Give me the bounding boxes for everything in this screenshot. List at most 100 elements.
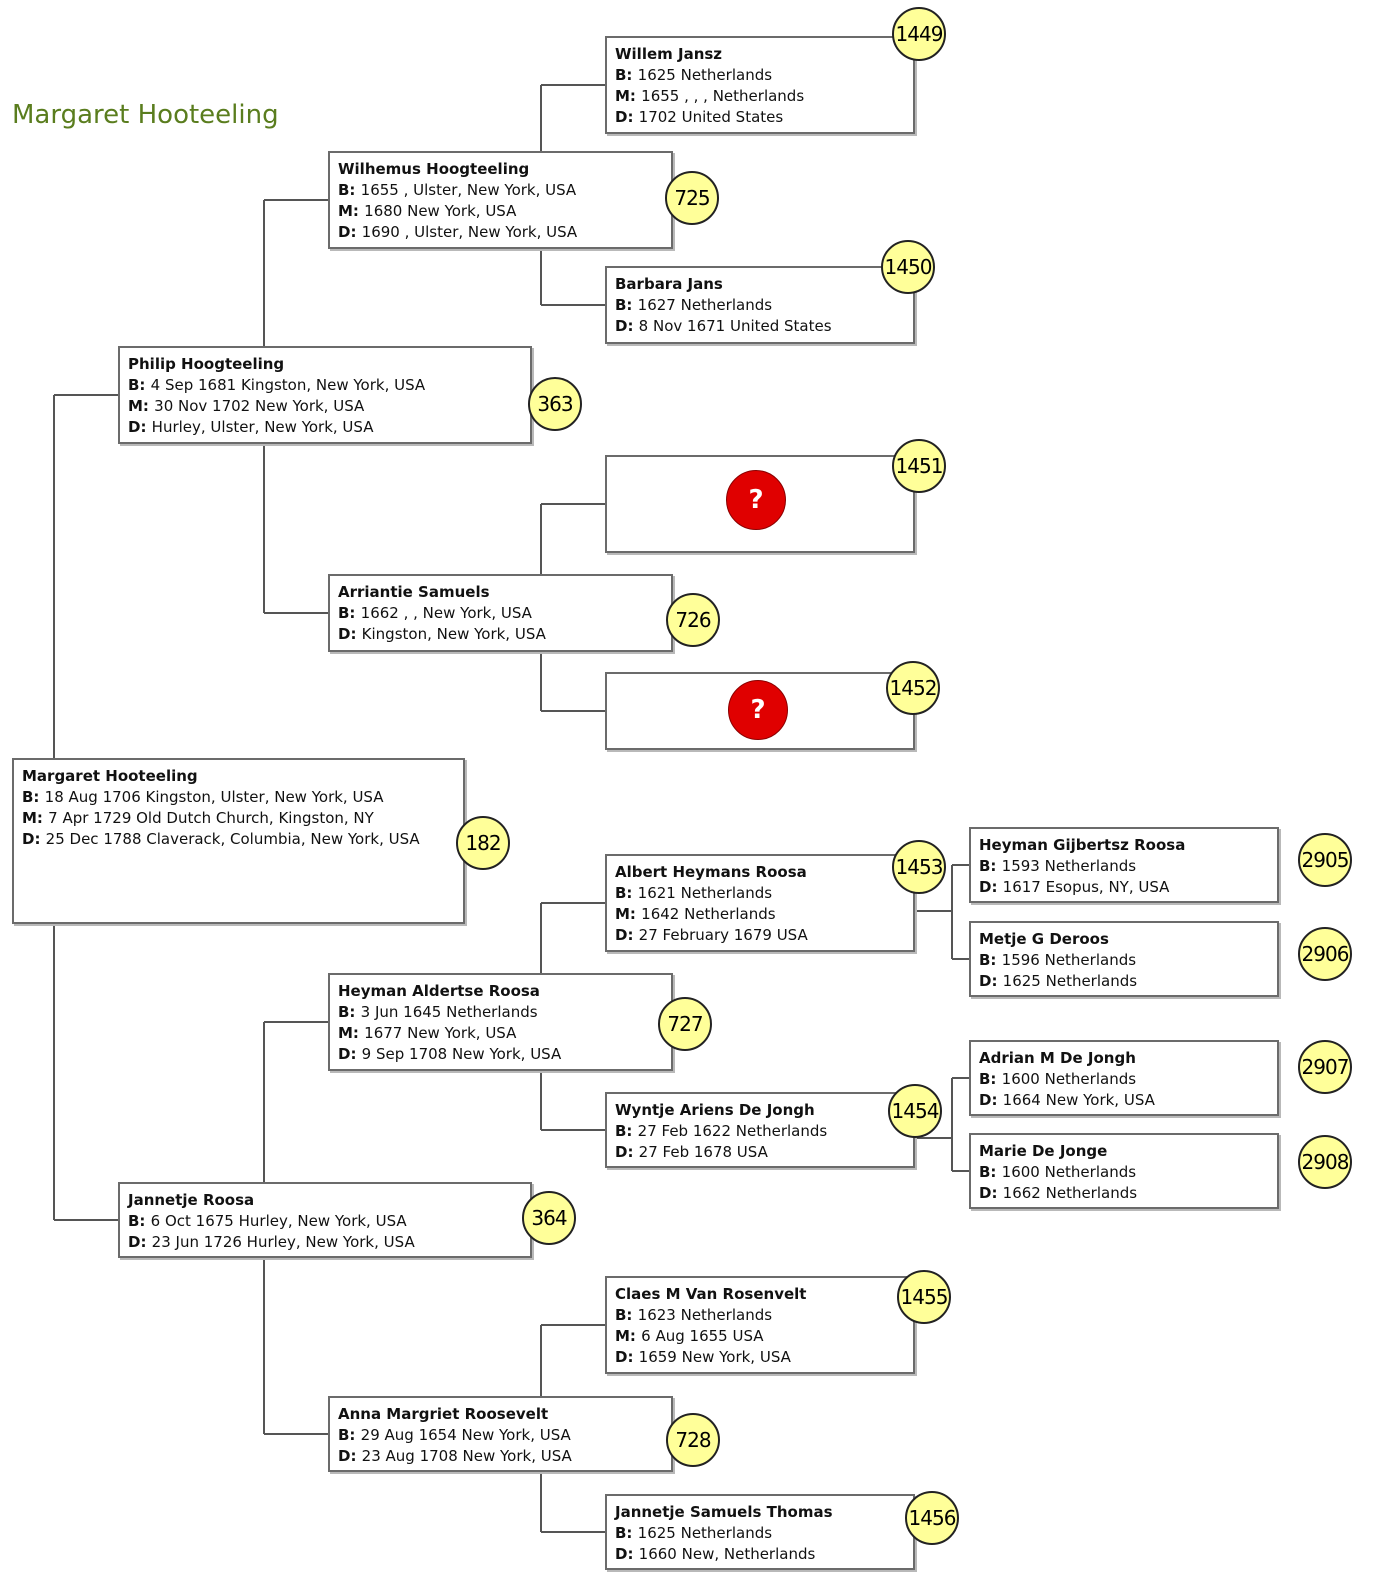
event-key: D: bbox=[615, 317, 639, 335]
death-line: D: 23 Aug 1708 New York, USA bbox=[338, 1446, 663, 1467]
ahnentafel-number-badge[interactable]: 2907 bbox=[1298, 1040, 1352, 1094]
event-key: B: bbox=[338, 604, 361, 622]
person-name: Wyntje Ariens De Jongh bbox=[615, 1101, 815, 1119]
ahnentafel-number-badge[interactable]: 364 bbox=[522, 1191, 576, 1245]
death-line: D: 1660 New, Netherlands bbox=[615, 1544, 905, 1565]
person-name: Philip Hoogteeling bbox=[128, 355, 285, 373]
person-name: Marie De Jonge bbox=[979, 1142, 1108, 1160]
event-value: 1677 New York, USA bbox=[364, 1024, 517, 1042]
death-line: D: 25 Dec 1788 Claverack, Columbia, New … bbox=[22, 829, 455, 850]
event-key: D: bbox=[979, 878, 1003, 896]
person-name: Adrian M De Jongh bbox=[979, 1049, 1136, 1067]
event-key: M: bbox=[338, 202, 365, 220]
birth-line: B: 1655 , Ulster, New York, USA bbox=[338, 180, 663, 201]
event-value: 30 Nov 1702 New York, USA bbox=[154, 397, 365, 415]
ahnentafel-number-badge[interactable]: 1449 bbox=[892, 7, 946, 61]
ahnentafel-number-badge[interactable]: 1451 bbox=[892, 439, 946, 493]
event-key: B: bbox=[128, 1212, 151, 1230]
event-value: 1617 Esopus, NY, USA bbox=[1002, 878, 1170, 896]
event-key: M: bbox=[615, 905, 642, 923]
event-value: 1660 New, Netherlands bbox=[638, 1545, 816, 1563]
event-value: 1625 Netherlands bbox=[1002, 972, 1138, 990]
birth-line: B: 1600 Netherlands bbox=[979, 1069, 1269, 1090]
ahnentafel-number-badge[interactable]: 1452 bbox=[886, 661, 940, 715]
event-value: 1625 Netherlands bbox=[637, 66, 773, 84]
event-key: B: bbox=[979, 857, 1002, 875]
death-line: D: 1664 New York, USA bbox=[979, 1090, 1269, 1111]
event-value: 4 Sep 1681 Kingston, New York, USA bbox=[150, 376, 426, 394]
event-key: D: bbox=[338, 1045, 362, 1063]
ahnentafel-number-badge[interactable]: 363 bbox=[528, 377, 582, 431]
event-value: 18 Aug 1706 Kingston, Ulster, New York, … bbox=[44, 788, 384, 806]
ahnentafel-number-badge[interactable]: 1453 bbox=[892, 840, 946, 894]
event-key: B: bbox=[979, 1163, 1002, 1181]
event-value: 23 Aug 1708 New York, USA bbox=[361, 1447, 572, 1465]
unknown-person-icon[interactable]: ? bbox=[728, 680, 788, 740]
person-name: Margaret Hooteeling bbox=[22, 767, 198, 785]
event-value: 1600 Netherlands bbox=[1001, 1070, 1137, 1088]
event-key: B: bbox=[338, 181, 361, 199]
ahnentafel-number-badge[interactable]: 182 bbox=[456, 816, 510, 870]
death-line: D: 27 Feb 1678 USA bbox=[615, 1142, 905, 1163]
ahnentafel-number-badge[interactable]: 1456 bbox=[905, 1491, 959, 1545]
event-key: M: bbox=[615, 87, 642, 105]
ahnentafel-number-badge[interactable]: 2905 bbox=[1298, 833, 1352, 887]
birth-line: B: 27 Feb 1622 Netherlands bbox=[615, 1121, 905, 1142]
event-key: B: bbox=[615, 1122, 638, 1140]
event-value: 1642 Netherlands bbox=[641, 905, 776, 923]
ahnentafel-number-badge[interactable]: 1455 bbox=[897, 1270, 951, 1324]
ahnentafel-number-badge[interactable]: 1450 bbox=[881, 240, 935, 294]
event-value: 27 February 1679 USA bbox=[638, 926, 808, 944]
event-value: 1655 , , , Netherlands bbox=[641, 87, 805, 105]
ahnentafel-number-badge[interactable]: 727 bbox=[658, 997, 712, 1051]
death-line: D: 9 Sep 1708 New York, USA bbox=[338, 1044, 663, 1065]
event-value: 1664 New York, USA bbox=[1002, 1091, 1155, 1109]
person-name: Willem Jansz bbox=[615, 45, 723, 63]
marriage-line: M: 30 Nov 1702 New York, USA bbox=[128, 396, 522, 417]
person-name: Claes M Van Rosenvelt bbox=[615, 1285, 807, 1303]
ahnentafel-number-badge[interactable]: 2908 bbox=[1298, 1135, 1352, 1189]
ahnentafel-number-badge[interactable]: 1454 bbox=[888, 1084, 942, 1138]
marriage-line: M: 1677 New York, USA bbox=[338, 1023, 663, 1044]
event-key: D: bbox=[338, 1447, 362, 1465]
event-key: B: bbox=[615, 66, 638, 84]
death-line: D: 23 Jun 1726 Hurley, New York, USA bbox=[128, 1232, 522, 1253]
event-value: 27 Feb 1622 Netherlands bbox=[637, 1122, 828, 1140]
ahnentafel-number-badge[interactable]: 2906 bbox=[1298, 927, 1352, 981]
event-value: 1680 New York, USA bbox=[364, 202, 517, 220]
event-value: 6 Oct 1675 Hurley, New York, USA bbox=[150, 1212, 407, 1230]
birth-line: B: 29 Aug 1654 New York, USA bbox=[338, 1425, 663, 1446]
ahnentafel-number-badge[interactable]: 725 bbox=[665, 171, 719, 225]
ahnentafel-number-badge[interactable]: 728 bbox=[666, 1413, 720, 1467]
event-key: B: bbox=[22, 788, 45, 806]
person-box-363[interactable]: Philip Hoogteeling B: 4 Sep 1681 Kingston… bbox=[118, 346, 532, 444]
death-line: D: Kingston, New York, USA bbox=[338, 624, 663, 645]
death-line: D: 27 February 1679 USA bbox=[615, 925, 905, 946]
person-name: Jannetje Samuels Thomas bbox=[615, 1503, 833, 1521]
unknown-person-icon[interactable]: ? bbox=[726, 470, 786, 530]
ahnentafel-number-badge[interactable]: 726 bbox=[666, 593, 720, 647]
birth-line: B: 4 Sep 1681 Kingston, New York, USA bbox=[128, 375, 522, 396]
event-value: 9 Sep 1708 New York, USA bbox=[361, 1045, 562, 1063]
event-key: D: bbox=[128, 418, 152, 436]
event-key: D: bbox=[615, 1143, 639, 1161]
event-key: B: bbox=[979, 1070, 1002, 1088]
birth-line: B: 1596 Netherlands bbox=[979, 950, 1269, 971]
